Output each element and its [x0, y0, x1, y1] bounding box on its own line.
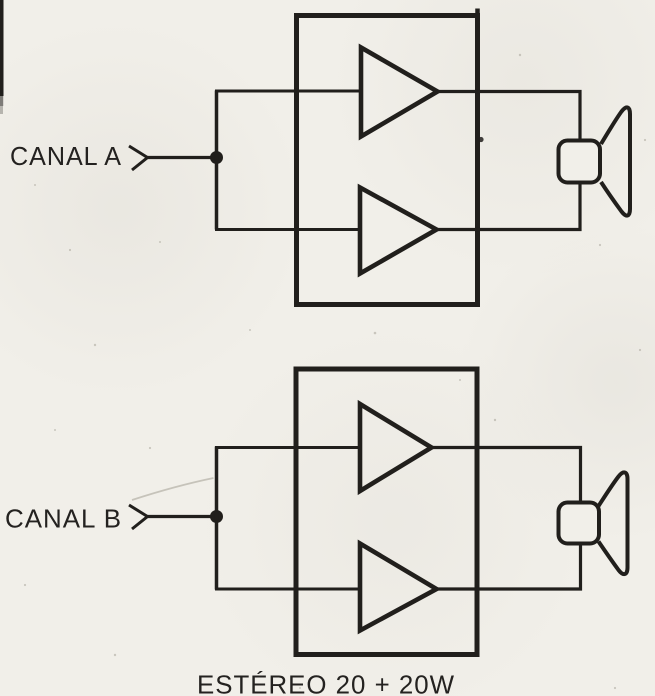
input-chevron-icon	[128, 503, 151, 531]
output-wire-bottom	[436, 181, 582, 232]
amplifier-ic-box	[293, 366, 480, 657]
channel-b-block: CANAL B	[5, 366, 630, 657]
diagram-caption: ESTÉREO 20 + 20W	[197, 670, 455, 696]
amp-triangle-icon	[358, 43, 443, 141]
speaker-icon	[556, 470, 630, 577]
input-chevron-icon	[128, 144, 151, 172]
amp-triangle-icon	[357, 183, 442, 278]
amp-triangle-icon	[357, 399, 436, 496]
output-wire-top	[437, 89, 582, 142]
output-wire-top	[431, 445, 583, 503]
paper-noise	[23, 53, 647, 690]
channel-a-label: CANAL A	[10, 141, 122, 171]
channel-a-block: CANAL A	[10, 8, 632, 307]
amp-triangle-icon	[357, 539, 442, 635]
amplifier-ic-box	[294, 13, 480, 307]
speaker-icon	[556, 105, 632, 218]
channel-b-label: CANAL B	[5, 504, 122, 534]
output-wire-bottom	[436, 542, 583, 591]
print-dot-artifact	[478, 136, 484, 143]
scratch-artifact	[131, 477, 214, 501]
page-edge-artifact	[0, 0, 4, 114]
